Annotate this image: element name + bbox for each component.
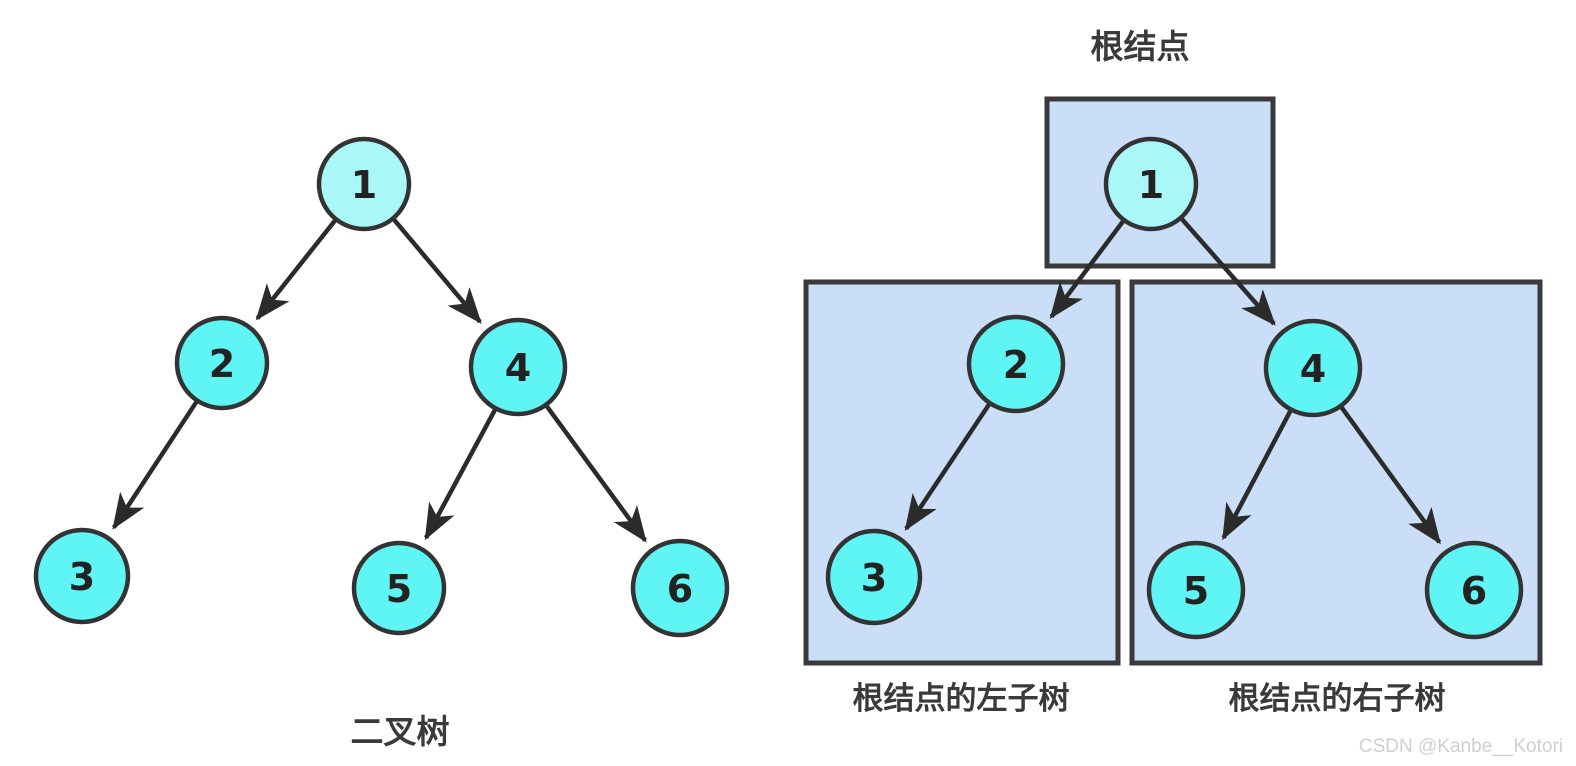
node-circle — [174, 315, 270, 411]
tree-edge-R1-R2 — [1049, 219, 1126, 319]
tree-edge-R4-R6 — [1339, 405, 1442, 545]
right-tree-node-1: 1 — [1103, 136, 1199, 232]
left-diagram-caption: 二叉树 — [351, 712, 450, 751]
root-node-title: 根结点 — [1091, 27, 1190, 66]
left-tree-node-1: 1 — [316, 136, 412, 232]
right-tree-node-5: 5 — [1146, 540, 1246, 640]
node-label: 1 — [1138, 163, 1164, 207]
node-circle — [1146, 540, 1246, 640]
node-label: 6 — [1461, 569, 1487, 613]
right-tree-node-3: 3 — [825, 528, 923, 626]
tree-edge-R4-R5 — [1221, 409, 1293, 541]
node-circle — [1103, 136, 1199, 232]
left-tree-node-6: 6 — [630, 538, 730, 638]
node-label: 5 — [1183, 569, 1209, 613]
node-label: 3 — [69, 555, 95, 599]
right-tree-node-4: 4 — [1263, 318, 1363, 418]
right-tree-node-6: 6 — [1424, 540, 1524, 640]
left-tree-node-2: 2 — [174, 315, 270, 411]
left-tree-nodes-group: 1 2 3 4 5 6 — [33, 136, 730, 638]
node-label: 2 — [1003, 343, 1029, 387]
node-circle — [825, 528, 923, 626]
tree-edge-L4-L6 — [544, 404, 647, 543]
right-subtree-caption: 根结点的右子树 — [1229, 681, 1446, 717]
csdn-watermark: CSDN @Kanbe__Kotori — [1359, 736, 1563, 757]
tree-edge-L1-L4 — [391, 217, 482, 324]
left-tree-edges-group — [111, 217, 647, 543]
node-label: 1 — [351, 163, 377, 207]
tree-edge-R2-R3 — [904, 402, 992, 531]
tree-edge-L4-L5 — [424, 408, 498, 541]
left-tree-node-5: 5 — [351, 540, 447, 636]
node-circle — [468, 317, 568, 417]
node-label: 5 — [386, 567, 412, 611]
right-tree-nodes-group: 1 2 3 4 5 6 — [825, 136, 1524, 640]
node-circle — [1424, 540, 1524, 640]
node-circle — [316, 136, 412, 232]
node-label: 6 — [667, 567, 693, 611]
node-circle — [966, 314, 1066, 414]
node-label: 4 — [505, 346, 531, 390]
tree-edge-R1-R4 — [1179, 217, 1276, 326]
node-label: 4 — [1300, 347, 1326, 391]
right-tree-edges-group — [904, 217, 1442, 545]
left-tree-node-3: 3 — [33, 527, 131, 625]
node-circle — [33, 527, 131, 625]
node-circle — [351, 540, 447, 636]
node-label: 2 — [209, 342, 235, 386]
left-subtree-caption: 根结点的左子树 — [853, 681, 1070, 717]
tree-edge-L1-L2 — [255, 218, 338, 321]
tree-edge-L2-L3 — [111, 400, 199, 530]
right-tree-node-2: 2 — [966, 314, 1066, 414]
node-circle — [630, 538, 730, 638]
node-circle — [1263, 318, 1363, 418]
node-label: 3 — [861, 556, 887, 600]
left-tree-node-4: 4 — [468, 317, 568, 417]
